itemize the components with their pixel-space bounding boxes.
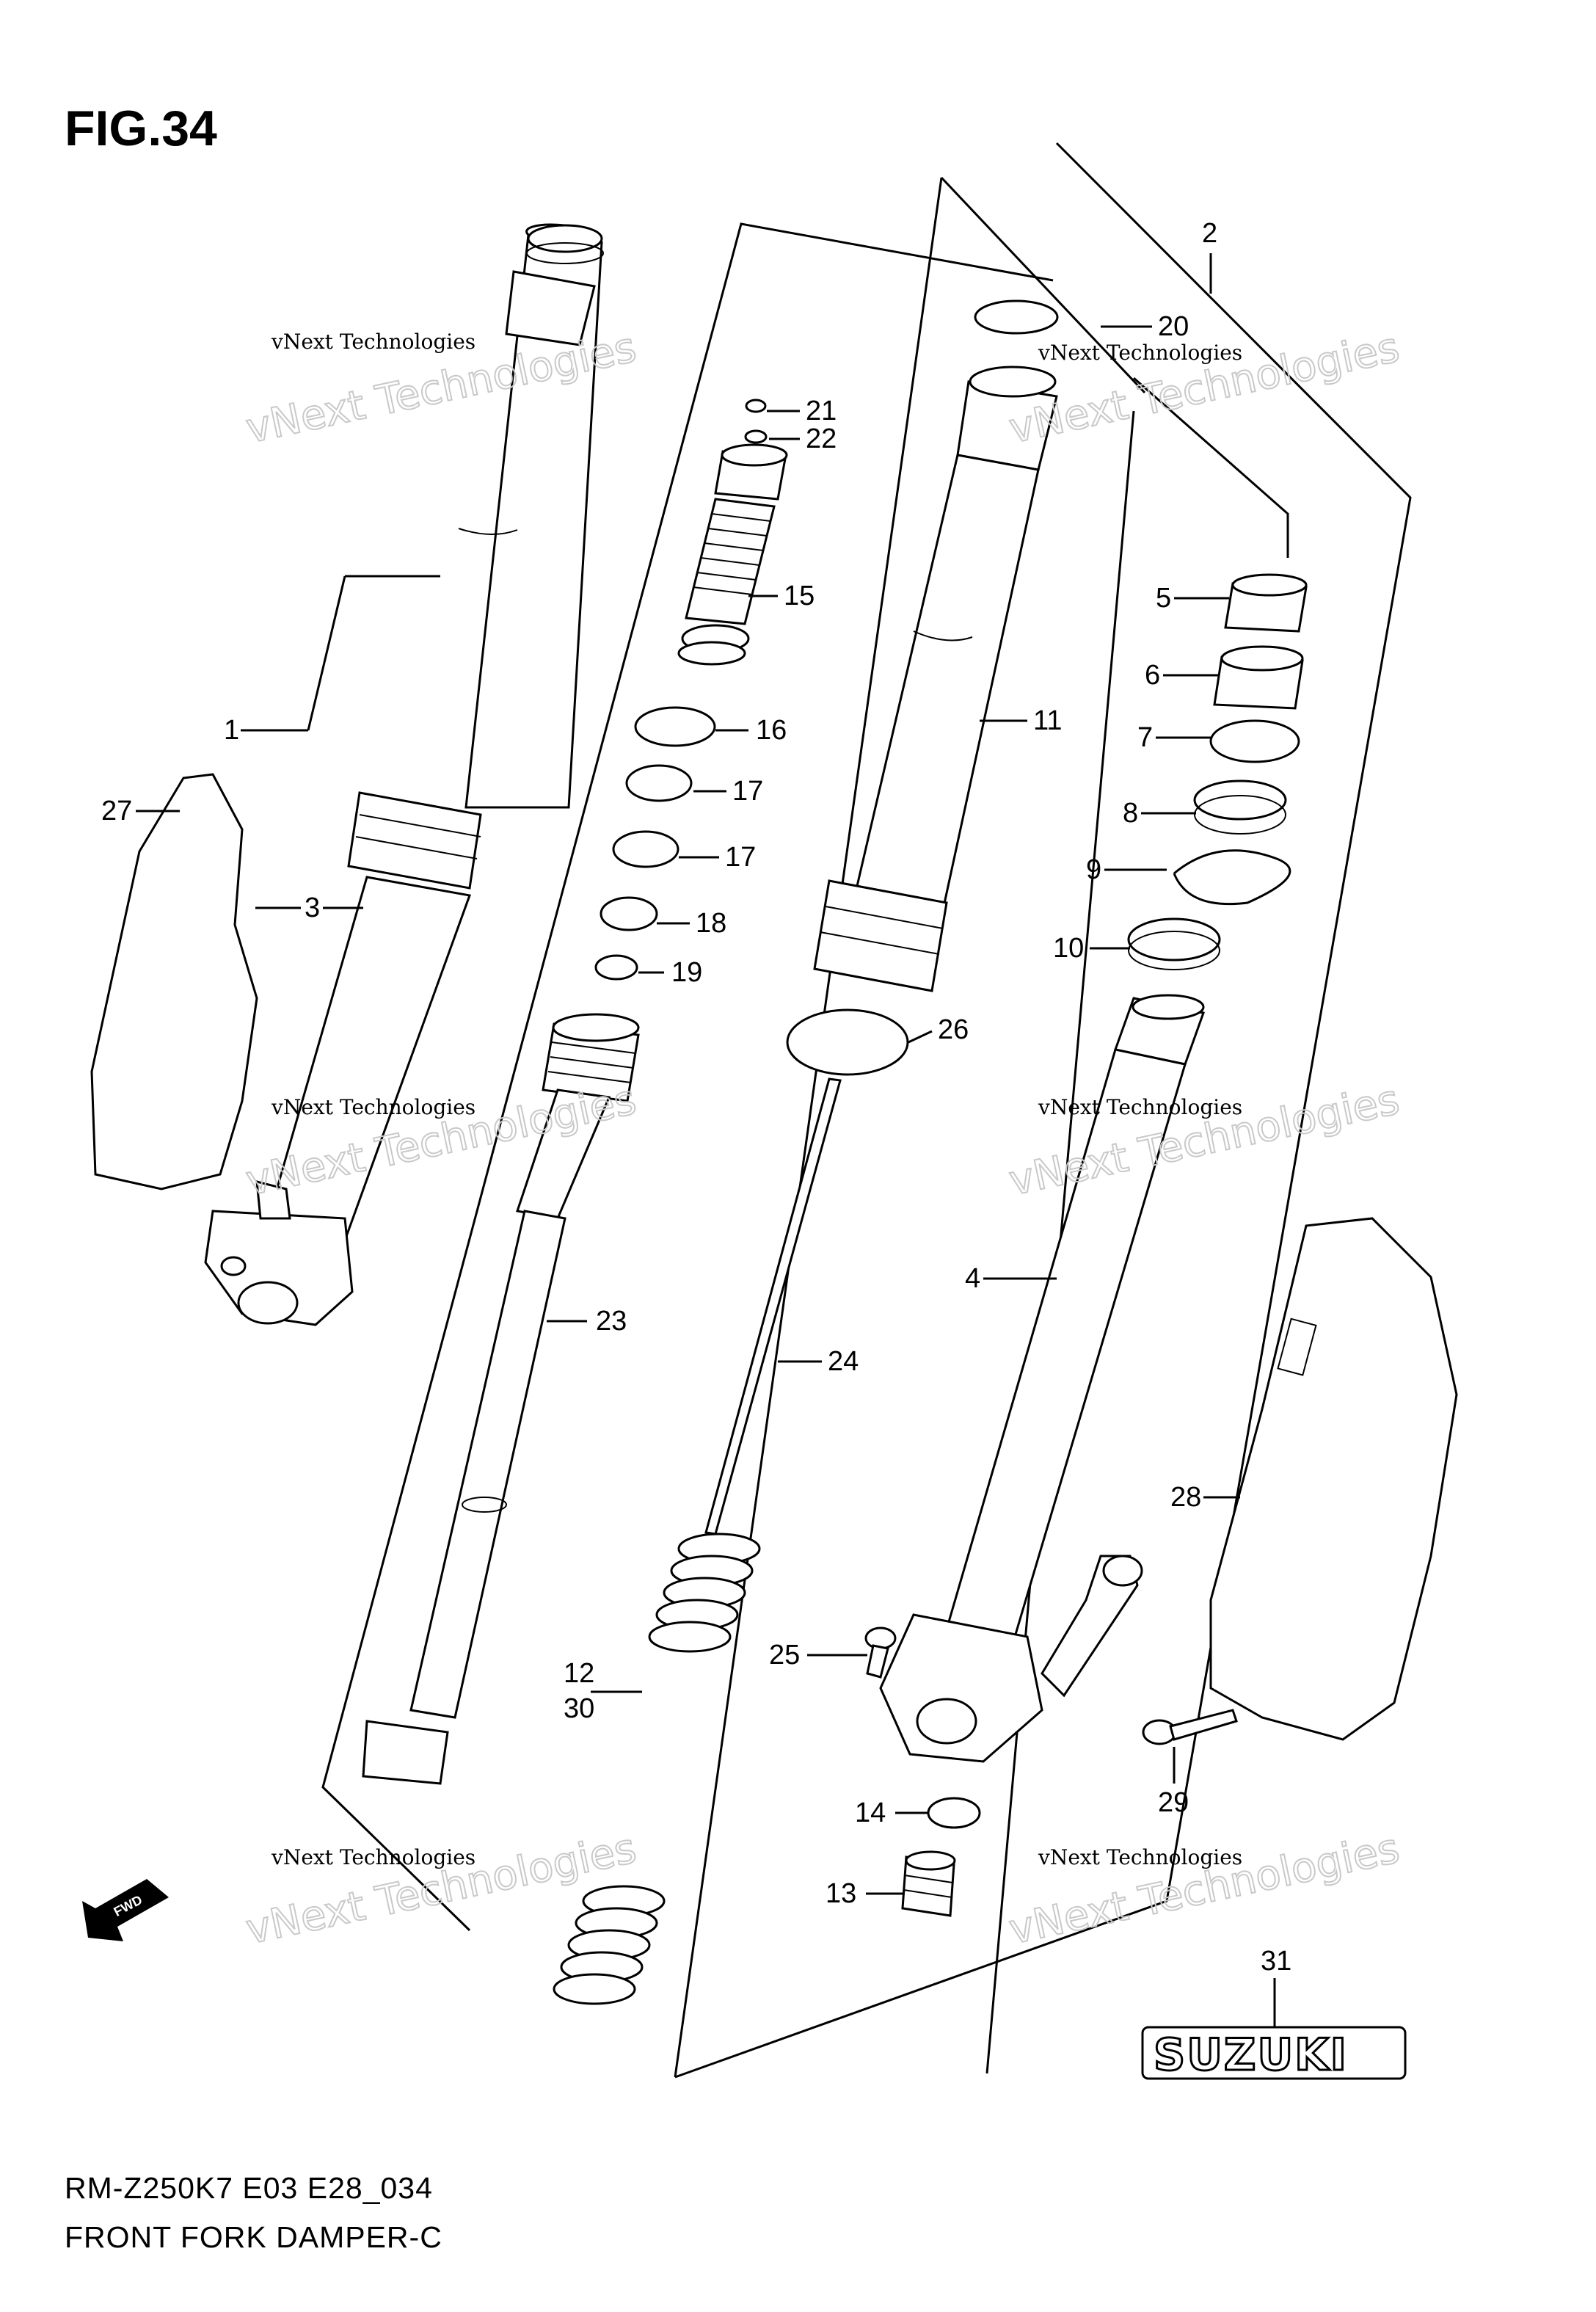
washer-18 (600, 896, 658, 931)
figure-title: FIG.34 (65, 101, 217, 156)
inner-tube-left (204, 876, 472, 1326)
outer-tube-left (347, 223, 604, 890)
callout-26: 26 (938, 1014, 969, 1045)
callout-25: 25 (769, 1640, 800, 1671)
watermark-small-2: vNext Technologies (1038, 341, 1242, 365)
callout-22: 22 (806, 423, 837, 454)
bolt-29 (1142, 1709, 1238, 1745)
callout-9: 9 (1086, 854, 1101, 885)
watermark-small-6: vNext Technologies (1038, 1845, 1242, 1869)
bushing-17-lower (612, 830, 679, 868)
callout-8: 8 (1123, 798, 1138, 829)
callout-28: 28 (1170, 1482, 1201, 1513)
forward-arrow-icon: FWD (82, 1879, 169, 1941)
callout-20: 20 (1158, 311, 1189, 342)
callout-18: 18 (696, 908, 726, 939)
callout-labels: 2 20 21 22 15 16 17 17 18 19 11 26 4 5 6… (101, 218, 1291, 1977)
snap-ring-9 (1173, 849, 1291, 906)
callout-21: 21 (806, 396, 837, 426)
outer-tube-11 (813, 366, 1058, 992)
callout-15: 15 (784, 581, 815, 611)
watermark-big-6: vNext Technologies (1005, 1825, 1404, 1954)
gasket-14 (927, 1797, 981, 1829)
callout-1: 1 (224, 715, 239, 746)
callout-10: 10 (1053, 933, 1084, 964)
leader-lines (136, 253, 1276, 2027)
callout-23: 23 (596, 1306, 627, 1337)
washer-7 (1209, 719, 1300, 763)
callout-5: 5 (1156, 583, 1171, 614)
ring-19 (594, 954, 638, 981)
bushing-17-upper (625, 764, 693, 802)
callout-29: 29 (1158, 1787, 1189, 1818)
assembly-frame-outer (674, 142, 1412, 2079)
callout-30: 30 (564, 1693, 594, 1724)
damper-rod-23 (362, 1013, 640, 1785)
o-ring-16 (634, 706, 716, 747)
oil-seal-8 (1193, 779, 1287, 821)
callout-2: 2 (1202, 218, 1217, 249)
callout-24: 24 (828, 1346, 859, 1377)
inner-tube-4 (879, 994, 1205, 1763)
callout-19: 19 (671, 957, 702, 988)
callout-6: 6 (1145, 660, 1160, 691)
spring-lower (553, 1885, 666, 2005)
callout-11: 11 (1033, 705, 1062, 736)
callout-13: 13 (826, 1878, 856, 1909)
fork-guard-right (1209, 1217, 1458, 1741)
o-ring-26 (786, 1008, 909, 1076)
figure-caption: FRONT FORK DAMPER-C (65, 2220, 442, 2254)
callout-27: 27 (101, 796, 132, 826)
drain-plug-13 (901, 1850, 956, 1917)
model-code: RM-Z250K7 E03 E28_034 (65, 2171, 433, 2205)
callout-7: 7 (1137, 722, 1153, 753)
callout-3: 3 (305, 893, 320, 923)
brand-label: SUZUKI (1154, 2029, 1348, 2081)
callout-4: 4 (965, 1263, 980, 1294)
rod-24 (704, 1077, 842, 1535)
watermark-small-3: vNext Technologies (271, 1095, 475, 1119)
watermark-small-1: vNext Technologies (271, 330, 475, 354)
fork-guard-left (90, 773, 258, 1190)
callout-14: 14 (855, 1797, 886, 1828)
callout-12: 12 (564, 1658, 594, 1689)
o-ring-20 (974, 299, 1059, 335)
callout-17-lower: 17 (725, 842, 756, 873)
watermark-small-4: vNext Technologies (1038, 1095, 1242, 1119)
suzuki-emblem: SUZUKI (1141, 2026, 1407, 2082)
watermark-small-5: vNext Technologies (271, 1845, 475, 1869)
callout-17-upper: 17 (732, 776, 763, 807)
callout-31: 31 (1261, 1946, 1291, 1977)
callout-16: 16 (756, 715, 787, 746)
bolt-25 (864, 1626, 897, 1679)
dust-seal-10 (1127, 917, 1221, 961)
spring-upper (648, 1533, 761, 1653)
damper-top-assembly (677, 399, 788, 666)
